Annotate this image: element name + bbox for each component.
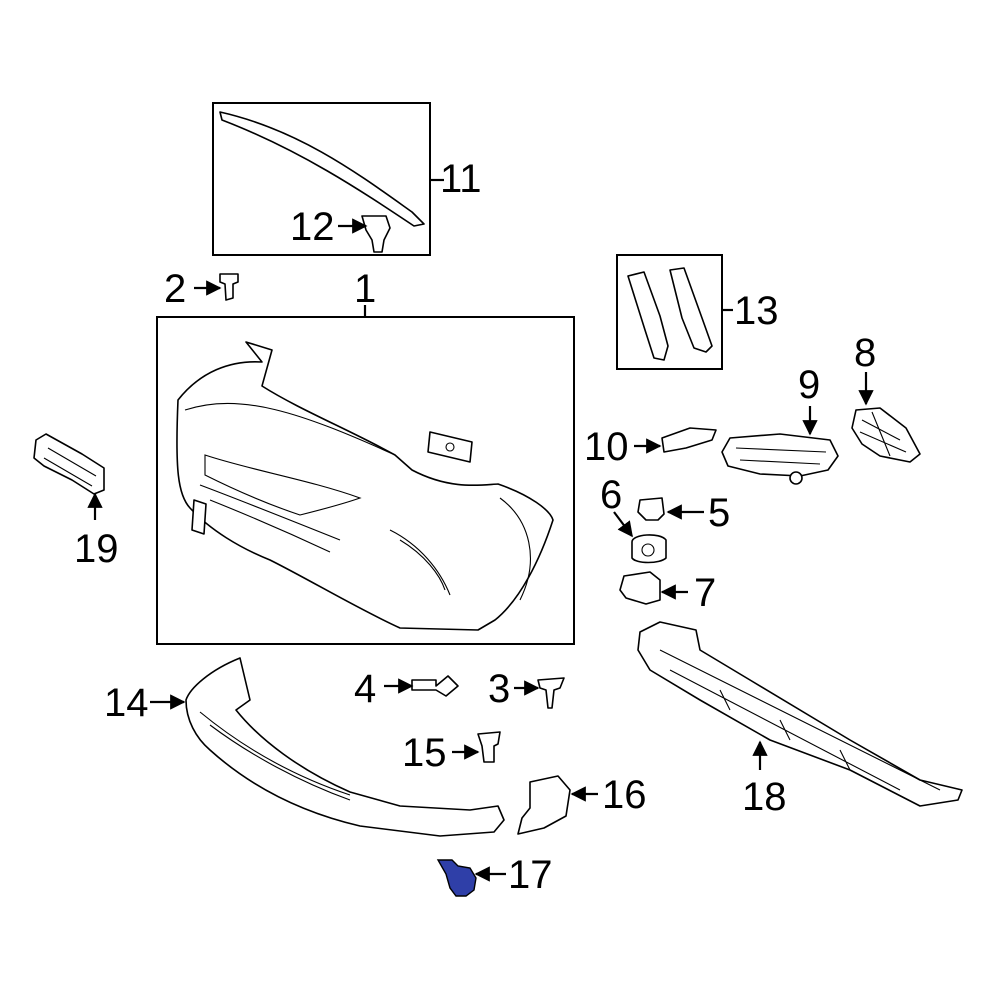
part-11-seal-strip[interactable] bbox=[219, 111, 425, 227]
callout-7: 7 bbox=[694, 571, 716, 615]
part-9-headlamp-bracket[interactable] bbox=[721, 433, 839, 477]
bumper-corner-line bbox=[499, 497, 531, 601]
parts-3-4-group bbox=[384, 675, 565, 709]
callout-19: 19 bbox=[74, 527, 119, 571]
part-7-retainer[interactable] bbox=[619, 571, 661, 605]
bumper-side-tab bbox=[191, 499, 207, 535]
part-14-group bbox=[150, 657, 505, 837]
arrow-6 bbox=[613, 511, 633, 538]
callout-6: 6 bbox=[600, 473, 622, 517]
bumper-fog-recess bbox=[389, 529, 451, 596]
callout-15: 15 bbox=[402, 731, 447, 775]
callout-12: 12 bbox=[290, 205, 335, 249]
bumper-lower-grille bbox=[199, 484, 341, 553]
part-4-bolt[interactable] bbox=[411, 675, 459, 697]
part-18-absorber[interactable] bbox=[637, 621, 963, 807]
part-6-grommet[interactable] bbox=[631, 534, 667, 564]
group-box-11 bbox=[212, 102, 444, 256]
callout-labels: 1 2 3 4 5 6 7 8 9 10 11 12 13 14 15 16 1… bbox=[74, 157, 876, 897]
part-8-ribs bbox=[859, 411, 907, 457]
part-3-clip[interactable] bbox=[537, 677, 565, 709]
part-13-bracket-right[interactable] bbox=[669, 267, 713, 353]
part-19-slots bbox=[43, 447, 97, 487]
part-15-clip[interactable] bbox=[477, 731, 501, 763]
part-10-group bbox=[634, 427, 717, 454]
callout-8: 8 bbox=[854, 331, 876, 375]
group-box-1 bbox=[156, 305, 575, 645]
part-14-vents bbox=[199, 711, 351, 801]
part-5-clip[interactable] bbox=[637, 497, 665, 521]
part-14-lower-cover[interactable] bbox=[185, 657, 505, 837]
bracket-hole bbox=[445, 442, 455, 452]
callout-2: 2 bbox=[164, 267, 186, 311]
part-15-group bbox=[452, 731, 501, 763]
part-17-group bbox=[436, 859, 506, 897]
parts-5-6-7-group bbox=[613, 497, 704, 605]
part-13-bracket-left[interactable] bbox=[627, 271, 669, 361]
box-13-frame bbox=[616, 254, 723, 370]
callout-13: 13 bbox=[734, 289, 779, 333]
part-8-reinforcement[interactable] bbox=[851, 407, 921, 463]
callout-11: 11 bbox=[440, 157, 482, 201]
license-bracket bbox=[427, 431, 473, 463]
part-19-side-bracket[interactable] bbox=[33, 433, 105, 495]
part-18-ribs bbox=[659, 649, 941, 791]
part-9-ribs bbox=[735, 447, 827, 465]
part-8-group bbox=[851, 372, 921, 463]
part-16-group bbox=[517, 775, 598, 835]
part-9-post bbox=[789, 471, 803, 485]
bumper-upper-edge bbox=[184, 402, 396, 456]
part-18-group bbox=[637, 621, 963, 807]
callout-9: 9 bbox=[798, 363, 820, 407]
callout-16: 16 bbox=[602, 773, 647, 817]
callout-10: 10 bbox=[584, 425, 629, 469]
part-19-group bbox=[33, 433, 105, 520]
part-2-group bbox=[194, 273, 239, 301]
part-6-hole bbox=[641, 543, 655, 557]
callout-3: 3 bbox=[488, 667, 510, 711]
part-10-guide[interactable] bbox=[661, 427, 717, 453]
part-17-highlighted-clip[interactable] bbox=[436, 859, 477, 897]
part-9-group bbox=[721, 406, 839, 485]
callout-4: 4 bbox=[354, 667, 376, 711]
callout-14: 14 bbox=[104, 681, 149, 725]
callout-18: 18 bbox=[742, 775, 787, 819]
callout-17: 17 bbox=[508, 853, 553, 897]
part-2-push-clip[interactable] bbox=[219, 273, 239, 301]
part-1-bumper-cover[interactable] bbox=[176, 341, 554, 631]
callout-1: 1 bbox=[354, 267, 376, 311]
part-12-clip[interactable] bbox=[361, 215, 391, 253]
group-box-13 bbox=[616, 254, 733, 370]
callout-5: 5 bbox=[708, 491, 730, 535]
part-16-corner-bracket[interactable] bbox=[517, 775, 571, 835]
bumper-grille-opening bbox=[204, 454, 362, 516]
